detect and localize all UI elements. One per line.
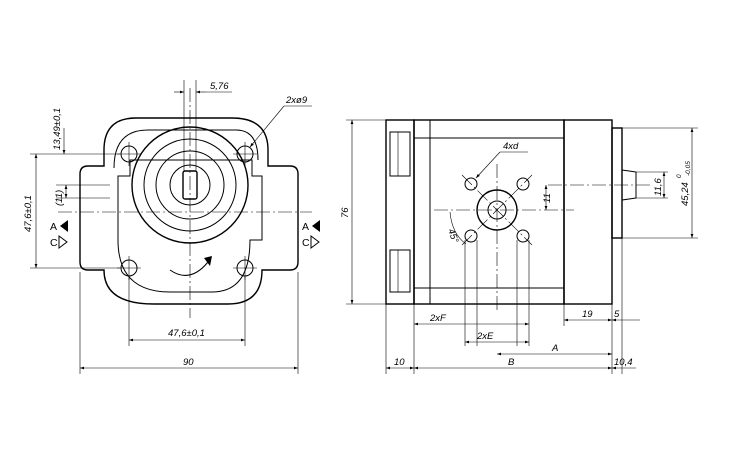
dim-angle-label: 45°	[445, 227, 460, 244]
dim-boss-tol-lower: -0,05	[685, 161, 692, 176]
port-c-left-label: C	[50, 237, 58, 249]
rotation-arrowhead	[204, 256, 212, 266]
port-a-left-label: A	[50, 221, 57, 233]
dim-10-label: 10	[394, 357, 405, 368]
rear-cover-flange-bot	[389, 249, 411, 293]
rear-cover-flange-top	[389, 131, 411, 177]
front-rib	[113, 129, 259, 169]
dim-B-label: B	[508, 357, 515, 368]
port-c-right-arrow	[310, 235, 320, 249]
dim-576-label: 5,76	[210, 81, 229, 92]
port-hole-tr	[516, 177, 530, 191]
dim-height-label: 76	[340, 207, 351, 218]
dim-angle-arc	[449, 211, 467, 245]
port-hole-tl	[464, 177, 478, 191]
port-c-right-label: C	[302, 237, 310, 249]
pump-body	[413, 119, 565, 305]
port-a-right-label: A	[302, 221, 309, 233]
port-hole-bl	[464, 229, 478, 243]
side-view: 4xd 45° 11 11,6 45,24 0 -0,05 76	[340, 119, 698, 374]
front-body-outline	[79, 117, 299, 305]
dim-pitch-h-label: 47,6±0,1	[168, 328, 205, 339]
dim-port-offset-label: 11	[542, 193, 553, 203]
dim-2xE-label: 2xE	[476, 331, 494, 342]
dim-holes-leader	[249, 105, 285, 148]
dim-4xd-leader	[475, 151, 501, 179]
port-a-left-arrow	[60, 220, 68, 232]
dim-boss-label: 45,24	[680, 182, 691, 206]
dim-19-label: 19	[582, 309, 593, 320]
dim-4xd-label: 4xd	[503, 141, 519, 152]
dim-pitch-v-label: 47,6±0,1	[23, 195, 34, 232]
dim-offset-label: 13,49±0,1	[52, 108, 63, 150]
port-hole-br	[516, 229, 530, 243]
dim-A-label: A	[551, 343, 558, 354]
port-c-left-arrow	[58, 235, 68, 249]
shaft-boss	[611, 127, 623, 239]
dim-width-label: 90	[183, 357, 194, 368]
port-a-right-arrow	[312, 220, 320, 232]
dim-holes-label: 2xø9	[285, 95, 308, 106]
dim-inner-label: (11)	[54, 190, 65, 206]
dim-104-label: 10,4	[614, 357, 633, 368]
front-flange	[563, 119, 613, 305]
rotation-arrow	[169, 261, 209, 276]
dim-boss-tol-upper: 0	[676, 174, 683, 178]
front-inner-pocket	[117, 159, 263, 293]
dim-key-label: 11,6	[653, 177, 664, 196]
dim-2xF-label: 2xF	[429, 313, 447, 324]
front-view: 5,76 2xø9 13,49±0,1 47,6±0,1 (11) 47,6±0…	[23, 80, 320, 374]
dim-5-label: 5	[614, 309, 620, 320]
